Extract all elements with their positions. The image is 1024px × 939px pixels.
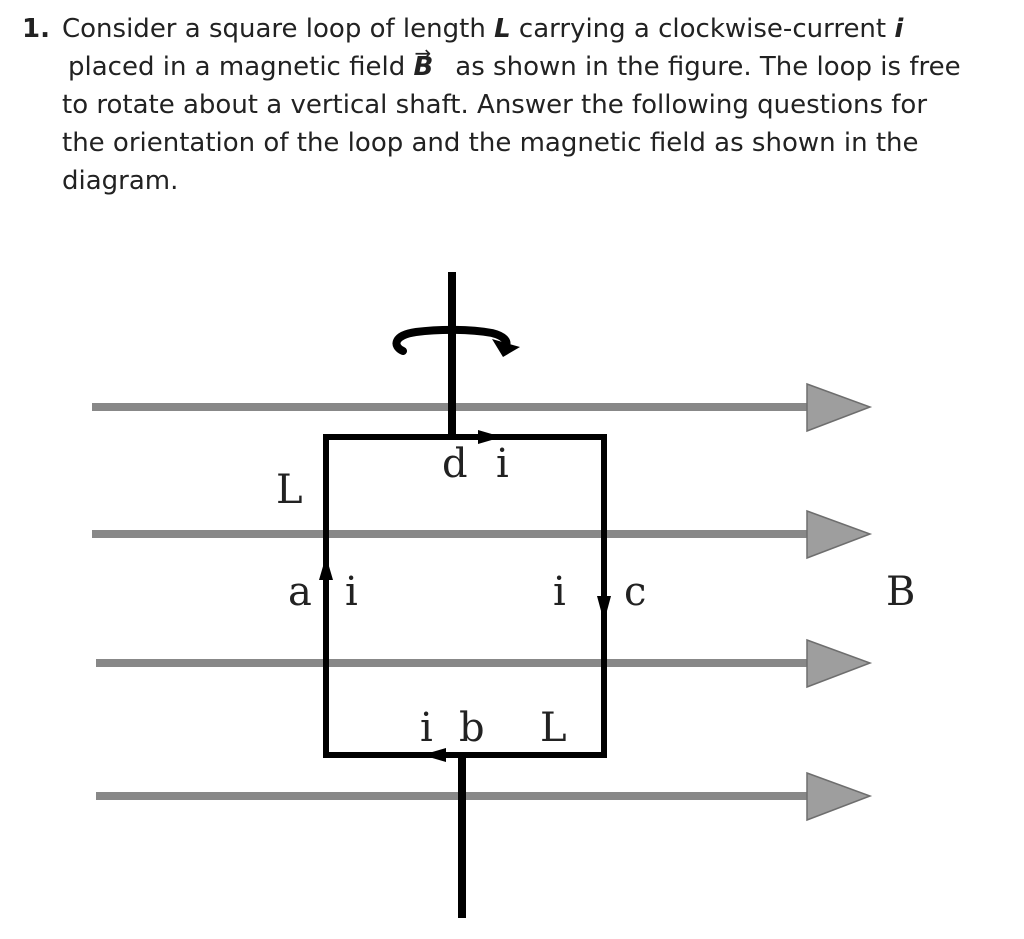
question-text-2: placed in a magnetic field — [68, 52, 414, 82]
label-side-c: c — [624, 569, 646, 615]
label-side-a: a — [288, 569, 312, 615]
question-text-1: Consider a square loop of length — [62, 14, 495, 44]
question-text-1b: carrying a clockwise-current — [510, 14, 895, 44]
label-side-length-bottom: L — [540, 705, 567, 751]
label-current-right: i — [553, 569, 566, 615]
length-variable: L — [494, 14, 511, 44]
field-arrowhead-icon — [806, 771, 873, 822]
field-vector-letter: B — [413, 52, 434, 82]
field-line-4 — [96, 771, 873, 822]
current-variable: i — [894, 14, 904, 44]
label-side-b: b — [459, 705, 485, 751]
label-field: B — [886, 569, 915, 615]
field-lines — [92, 382, 873, 822]
field-arrowhead-icon — [806, 509, 873, 560]
current-arrow-right-icon — [597, 596, 611, 622]
field-vector: B→ — [413, 41, 434, 86]
question-line-5: diagram. — [62, 166, 179, 196]
question-line-4: the orientation of the loop and the magn… — [62, 128, 919, 158]
question-line-2: placed in a magnetic field B→ as shown in… — [68, 41, 961, 86]
current-arrow-top-icon — [478, 430, 502, 444]
label-side-length-left: L — [276, 467, 303, 513]
field-arrowhead-icon — [806, 382, 873, 433]
field-line-2 — [92, 509, 873, 560]
rotation-arrow-icon — [392, 325, 520, 357]
current-arrow-left-icon — [319, 556, 333, 580]
label-current-bottom: i — [420, 705, 433, 751]
field-line-1 — [92, 382, 873, 433]
label-side-d: d — [442, 441, 468, 487]
field-line-3 — [96, 638, 873, 689]
question-line-3: to rotate about a vertical shaft. Answer… — [62, 90, 928, 120]
vector-arrow-icon: → — [414, 41, 432, 65]
question-number: 1. — [22, 14, 50, 44]
label-current-left: i — [345, 569, 358, 615]
field-arrowhead-icon — [806, 638, 873, 689]
label-current-top: i — [496, 441, 509, 487]
current-arrow-bottom-icon — [422, 748, 446, 762]
question-text-2b: as shown in the figure. The loop is free — [455, 52, 961, 82]
question-line-1: Consider a square loop of length L carry… — [62, 10, 903, 48]
